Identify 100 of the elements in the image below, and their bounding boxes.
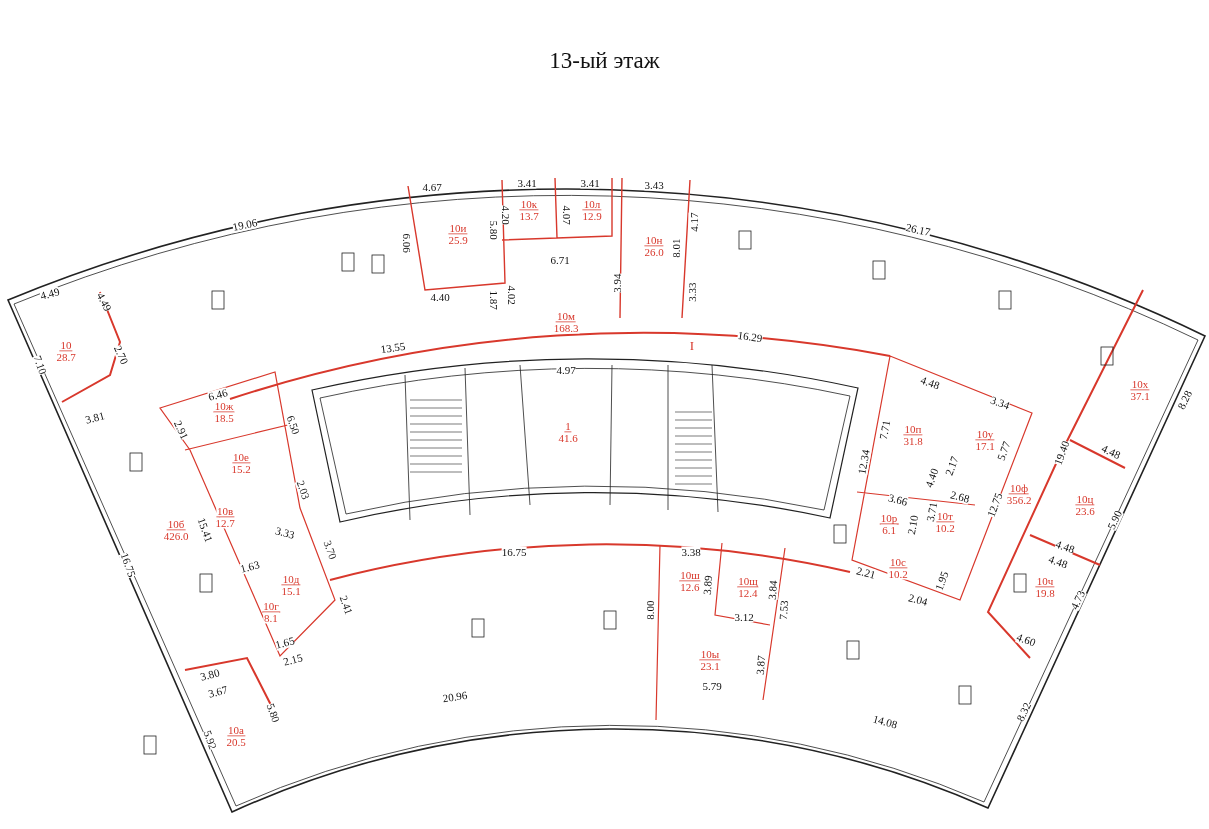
dimension-label: 16.75	[118, 551, 138, 579]
dimension-label: 2.04	[907, 592, 929, 608]
room-number: 10у	[975, 428, 995, 441]
dimension-label: 2.91	[171, 418, 191, 442]
room-area: 31.8	[902, 435, 924, 447]
dimension-label: 3.33	[686, 282, 698, 302]
dimension-label: 3.80	[199, 667, 221, 683]
dimension-label: 4.48	[1054, 538, 1076, 556]
room-area: 15.1	[280, 585, 302, 597]
room-number: 10ш	[679, 569, 701, 582]
dimension-label: 4.40	[923, 467, 941, 489]
dimension-label: 5.80	[264, 702, 282, 724]
dimension-label: 14.08	[871, 713, 899, 731]
dimension-label: 3.43	[644, 179, 664, 191]
dimension-label: 4.02	[505, 285, 517, 305]
room-label	[518, 198, 540, 222]
dimension-label: 2.03	[294, 479, 312, 501]
dimension-label: 4.97	[556, 364, 576, 376]
dimension-label: 1.63	[239, 559, 261, 575]
room-label	[643, 234, 665, 258]
room-area: 426.0	[162, 530, 190, 542]
room-label	[55, 339, 77, 363]
room-area: 168.3	[552, 322, 580, 334]
dimension-label: 3.67	[207, 684, 229, 700]
dimension-label: 6.46	[207, 387, 229, 403]
dimension-label: 3.41	[580, 177, 600, 189]
dimension-label: 3.94	[611, 273, 623, 293]
room-area: 12.6	[679, 581, 701, 593]
room-area: 28.7	[55, 351, 77, 363]
room-number: 10д	[281, 573, 301, 586]
room-number: 10б	[166, 518, 186, 531]
room-area: 23.6	[1074, 505, 1096, 517]
room-area: 15.2	[230, 463, 252, 475]
dimension-label: 2.70	[111, 343, 131, 367]
room-number: 10а	[227, 724, 245, 737]
room-label	[447, 222, 469, 246]
room-area: 26.0	[643, 246, 665, 258]
room-number: 10п	[903, 423, 923, 436]
dimension-label: 3.87	[754, 654, 768, 676]
room-area: 18.5	[213, 412, 235, 424]
dimension-label: 2.17	[943, 455, 961, 477]
dimension-label: 12.75	[985, 491, 1005, 519]
room-label	[557, 420, 579, 444]
room-number: 10е	[232, 451, 250, 464]
room-label	[552, 310, 580, 334]
dimension-label: 5.77	[995, 440, 1013, 462]
dimension-label: 4.07	[560, 205, 572, 225]
room-number: 10ы	[699, 648, 721, 661]
room-label	[262, 600, 280, 624]
dimension-label: 19.06	[231, 217, 259, 233]
dimension-label: 3.66	[887, 492, 909, 508]
dimension-label: 6.71	[550, 254, 570, 266]
dimension-label: 4.67	[422, 181, 442, 193]
room-number: 10л	[582, 198, 602, 211]
room-number: 10т	[936, 510, 954, 523]
room-number: 10м	[556, 310, 576, 323]
room-number: 10г	[262, 600, 280, 613]
room-area: 23.1	[699, 660, 721, 672]
room-label	[230, 451, 252, 475]
room-label	[162, 518, 190, 542]
room-label	[280, 573, 302, 597]
room-number: 10ц	[1075, 493, 1095, 506]
dimension-label: 8.28	[1175, 388, 1195, 412]
dimension-label: 5.90	[1105, 508, 1125, 532]
dimension-label: 4.60	[1015, 631, 1037, 649]
dimension-label: 4.48	[919, 374, 941, 392]
room-area: 20.5	[225, 736, 247, 748]
room-area: 8.1	[263, 612, 279, 624]
room-area: 12.9	[581, 210, 603, 222]
dimension-label: 2.21	[855, 565, 877, 581]
room-area: 41.6	[557, 432, 579, 444]
dimension-label: 8.00	[644, 600, 656, 620]
dimension-label: 4.17	[688, 212, 700, 232]
dimension-label: 2.15	[282, 652, 304, 668]
dimension-label: 12.34	[856, 448, 872, 476]
room-label	[1074, 493, 1096, 517]
dimension-label: 3.33	[274, 525, 296, 541]
dimension-label: 16.29	[737, 329, 763, 345]
dimension-label: 3.70	[321, 539, 339, 561]
room-label	[214, 505, 236, 529]
dimension-label: 16.75	[501, 546, 527, 558]
room-label	[879, 512, 899, 536]
room-number: 1	[564, 420, 572, 433]
room-area: 17.1	[974, 440, 996, 452]
room-area: 37.1	[1129, 390, 1151, 402]
dimension-label: 3.81	[84, 410, 106, 426]
dimension-label: 3.12	[734, 611, 754, 623]
dimension-label: 6.50	[284, 414, 302, 436]
room-area: 25.9	[447, 234, 469, 246]
room-number: 10х	[1130, 378, 1150, 391]
room-number: 10ф	[1008, 482, 1030, 495]
dimension-label: 1.95	[933, 570, 951, 592]
dimension-label: 3.89	[701, 574, 715, 596]
room-label	[974, 428, 996, 452]
dimension-label: 5.79	[702, 680, 722, 692]
room-number: 10с	[889, 556, 907, 569]
room-area: 356.2	[1005, 494, 1033, 506]
dimension-label: 4.20	[499, 205, 511, 225]
room-number: 10ч	[1035, 575, 1055, 588]
room-number: 10щ	[737, 575, 759, 588]
